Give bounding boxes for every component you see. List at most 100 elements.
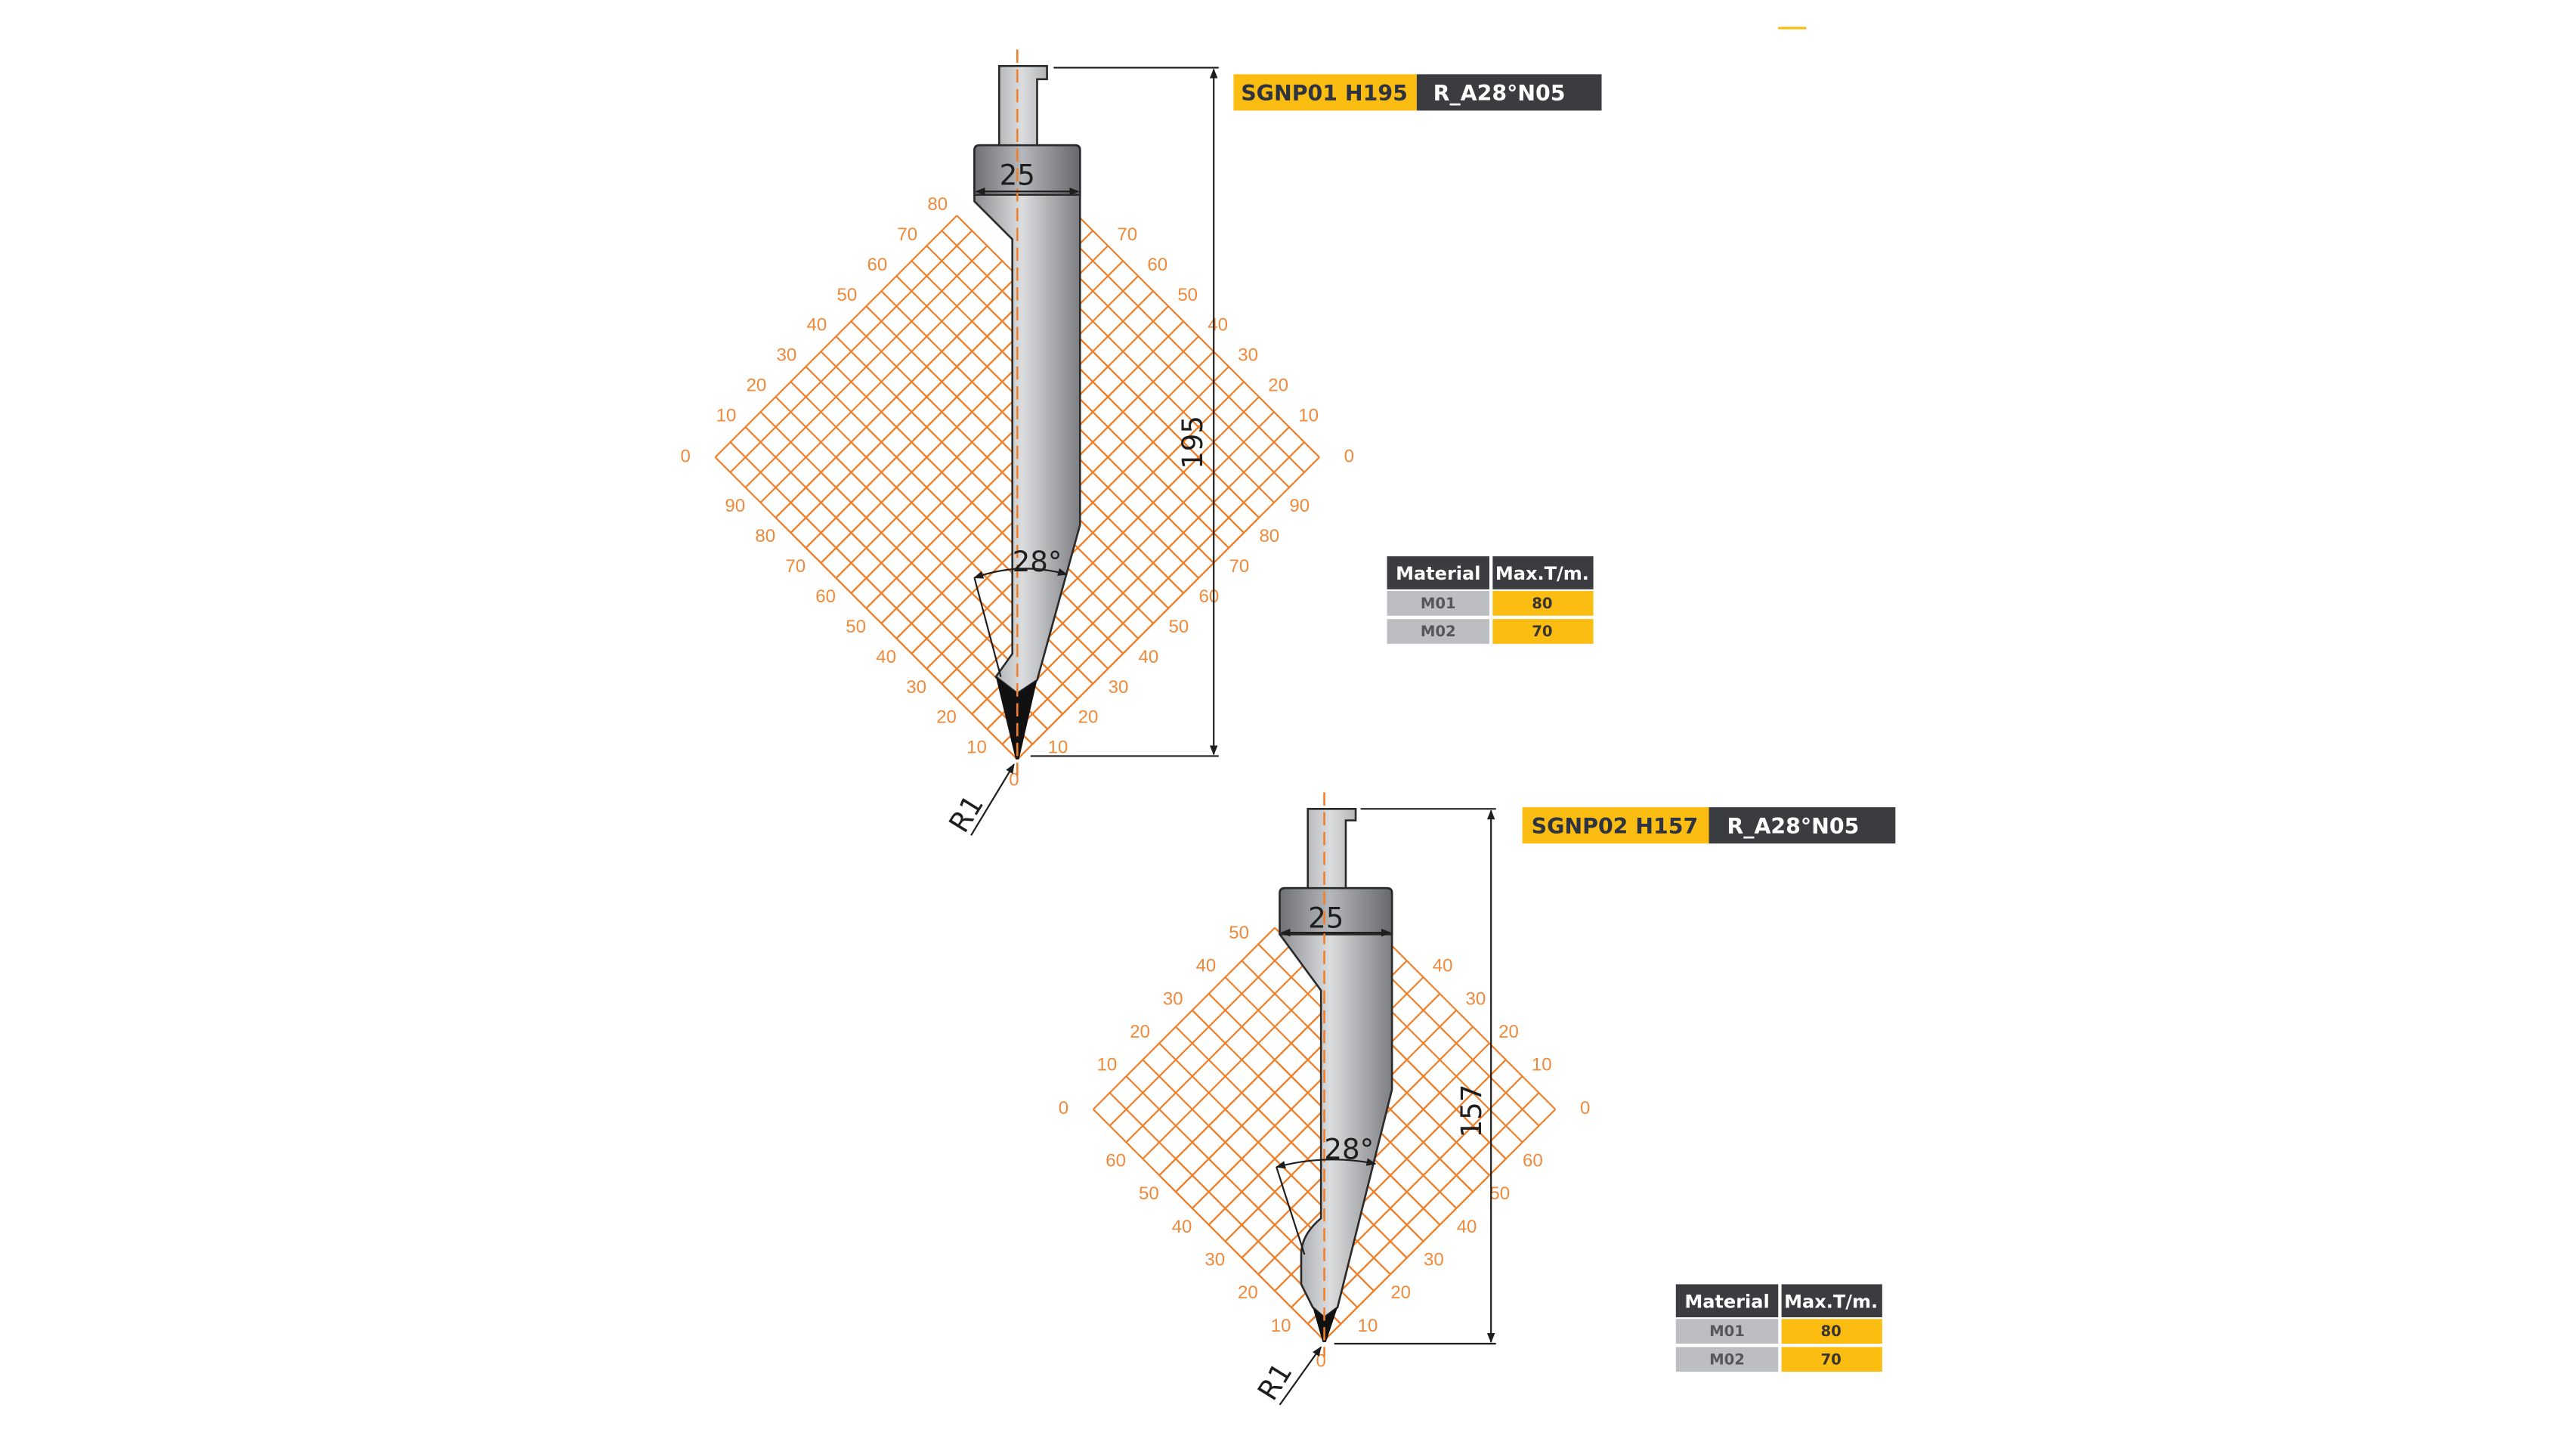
table-header-material: Material (1684, 1291, 1769, 1312)
grid-tick-label: 70 (1117, 224, 1137, 245)
table-cell-material: M01 (1421, 595, 1456, 612)
grid-line (1016, 456, 1320, 760)
table-cell-tonnage: 70 (1532, 623, 1552, 640)
tool-profile-badge (1416, 74, 1602, 111)
height-dimension: 157 (1455, 1084, 1488, 1138)
grid-line (956, 396, 1260, 700)
radius-dimension: R1 (943, 789, 991, 838)
grid-tick-label: 10 (1048, 738, 1068, 758)
angle-dimension: 28° (1013, 546, 1062, 578)
material-table: Material Max.T/m. M01 80 M02 70 (1387, 556, 1594, 644)
grid-tick-label: 20 (1078, 707, 1099, 728)
grid-tick-label: 60 (1199, 586, 1220, 607)
tool-code: SGNP01 H195 (1241, 81, 1408, 106)
tool-diagram-1: 10 20 30 40 50 60 70 80 90 10 20 30 40 50 60 70 80 0 10 20 3… (681, 49, 1602, 838)
grid-tick-label: 40 (1139, 647, 1159, 667)
grid-line (1142, 976, 1325, 1160)
grid-tick-label: 80 (1259, 526, 1279, 546)
grid-tick-label: 30 (1109, 677, 1129, 698)
punch-tip (995, 676, 1038, 760)
grid-tick-label: 10 (1358, 1316, 1378, 1336)
grid-tick-label: 80 (927, 194, 948, 215)
grid-tick-label: 50 (1489, 1183, 1510, 1204)
punch-head (973, 144, 1081, 196)
tool-code: SGNP02 H157 (1532, 814, 1699, 839)
grid-tick-label: 20 (936, 707, 957, 728)
angle-arc (1275, 1158, 1377, 1169)
grid-tick-label: 10 (1097, 1055, 1118, 1075)
grid-tick-label: 40 (807, 315, 827, 336)
tool-profile-badge (1709, 807, 1896, 844)
grid-tick-label: 40 (1208, 315, 1228, 336)
grid-tick-label: 20 (1498, 1022, 1519, 1042)
grid-tick-label: 0 (1059, 1098, 1068, 1118)
angle-dimension: 28° (1324, 1133, 1374, 1165)
grid-tick-label: 40 (1457, 1217, 1477, 1237)
grid-line (1307, 1092, 1540, 1325)
grid-tick-label: 30 (1424, 1249, 1444, 1270)
width-dimension: 25 (1000, 159, 1035, 192)
grid-tick-label: 40 (1196, 956, 1217, 976)
grid-tick-label: 30 (1465, 988, 1486, 1009)
grid-tick-label: 50 (1177, 285, 1198, 305)
grid-tick-label: 60 (1147, 255, 1167, 275)
grid-tick-label: 10 (1298, 406, 1319, 426)
angle-leg (1276, 1166, 1306, 1255)
height-dimension: 195 (1177, 416, 1209, 469)
grid-tick-label: 20 (1268, 376, 1288, 396)
table-header-material: Material (1396, 563, 1480, 584)
grid-tick-label: 40 (1433, 956, 1453, 976)
grid-tick-label: 30 (1205, 1249, 1225, 1270)
table-cell-tonnage: 80 (1532, 595, 1552, 612)
grid-tick-label: 60 (815, 586, 836, 607)
grid-tick-label: 20 (1130, 1022, 1150, 1042)
angle-leg (973, 577, 1002, 677)
grid-tick-label: 0 (681, 446, 691, 466)
tool-profile: R_A28°N05 (1433, 81, 1566, 106)
grid-tick-label: 30 (1238, 345, 1258, 366)
punch-tip (1313, 1307, 1338, 1342)
tool-diagram-2: 1020304050601020304050010203040506010203… (1059, 792, 1896, 1406)
table-cell-material: M02 (1421, 623, 1456, 640)
punch-head (1279, 886, 1393, 936)
grid-line (775, 517, 1019, 760)
grid-line (1323, 1109, 1557, 1341)
grid-tick-label: 30 (906, 677, 926, 698)
tool-code-badge (1522, 807, 1709, 844)
grid-line (1001, 441, 1305, 745)
table-header-max-tonnage: Max.T/m. (1495, 563, 1589, 584)
table-cell-material: M01 (1709, 1323, 1745, 1340)
table-cell-material: M02 (1709, 1350, 1745, 1368)
grid-tick-label: 40 (1172, 1217, 1192, 1237)
width-dimension: 25 (1308, 902, 1344, 935)
radius-leader (970, 763, 1015, 836)
radius-dimension: R1 (1251, 1357, 1299, 1406)
grid-tick-label: 70 (785, 556, 806, 577)
grid-tick-label: 10 (1271, 1316, 1291, 1336)
grid-tick-label: 50 (1169, 617, 1189, 637)
grid-tick-label: 70 (897, 224, 917, 245)
table-cell-tonnage: 70 (1820, 1350, 1841, 1368)
grid-tick-label: 90 (1289, 496, 1310, 516)
table-cell-tonnage: 80 (1820, 1323, 1841, 1340)
grid-line (1109, 943, 1292, 1127)
grid-tick-label: 70 (1229, 556, 1249, 577)
tool-profile: R_A28°N05 (1727, 814, 1859, 839)
grid-tick-label: 20 (1238, 1282, 1258, 1303)
punch-body (1279, 807, 1393, 1319)
grid-tick-label: 40 (876, 647, 896, 667)
grid-tick-label: 0 (1580, 1098, 1590, 1118)
grid-line (1125, 960, 1309, 1143)
grid-line (941, 381, 1245, 685)
grid-tick-label: 50 (1229, 923, 1249, 943)
grid-tick-label: 10 (1532, 1055, 1552, 1075)
grid-line (1092, 927, 1276, 1110)
grid-line (835, 275, 1139, 579)
grid-tick-label: 20 (1390, 1282, 1411, 1303)
table-header-max-tonnage: Max.T/m. (1784, 1291, 1878, 1312)
grid-tick-label: 80 (755, 526, 775, 546)
grid-tick-label: 10 (716, 406, 737, 426)
grid-tick-label: 60 (867, 255, 887, 275)
grid-tick-label: 20 (747, 376, 767, 396)
